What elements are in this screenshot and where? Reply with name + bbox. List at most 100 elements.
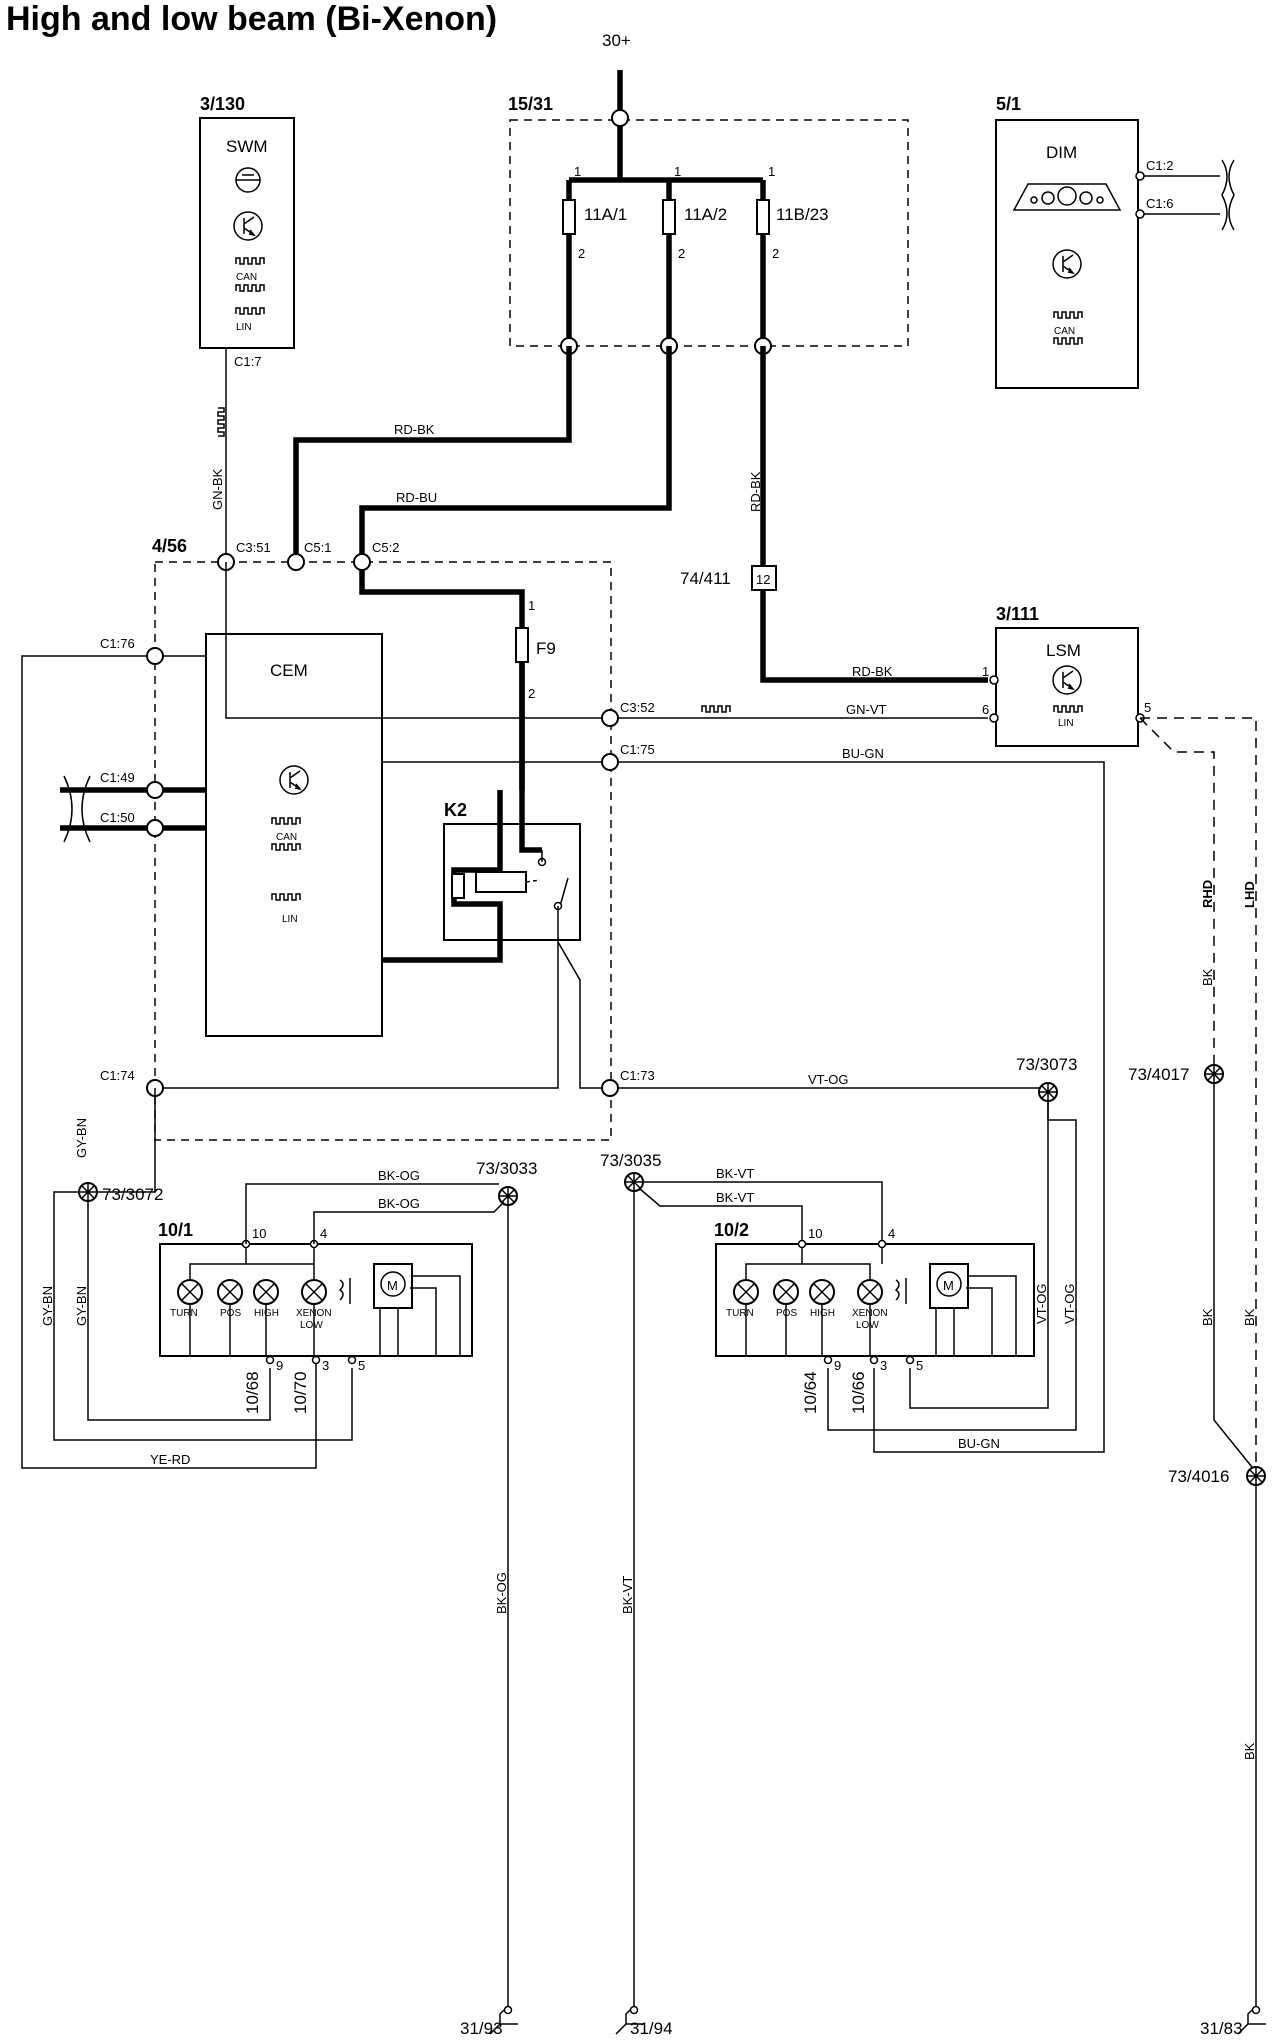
lamp-pin: 10: [252, 1226, 266, 1241]
cem-connector-node: [353, 553, 371, 571]
cem-connector-node: [146, 819, 164, 837]
ye-rd-wire: [21, 655, 317, 1469]
rd-bk-wire: [293, 346, 572, 562]
fuse-pin: 2: [678, 246, 685, 261]
cem-can-label: CAN: [276, 832, 297, 843]
ground-label: 31/83: [1200, 2019, 1243, 2038]
wire-label-bk-vt-3: BK-VT: [620, 1576, 635, 1614]
bk-vt-wire-2: [639, 1188, 803, 1244]
relay-coil-wire: [382, 790, 503, 963]
lamp-pin: 10: [808, 1226, 822, 1241]
fuse-label: 11B/23: [776, 205, 829, 224]
fuse-11a1: 1 2 11A/1: [562, 164, 627, 344]
wire-label-gn-vt: GN-VT: [846, 702, 887, 717]
cem-c174-wire: [155, 942, 559, 1089]
supply-node: [611, 109, 629, 127]
splice-73-3073: [1038, 1082, 1058, 1102]
fuse-11a2: 1 2 11A/2: [662, 164, 727, 344]
motor-icon: [373, 1263, 413, 1309]
cem-id: 4/56: [152, 536, 187, 556]
fuse-pin: 1: [674, 164, 681, 179]
lamp-label: TURN: [726, 1308, 754, 1319]
splice-73-4017: [1204, 1064, 1224, 1084]
lamp-pin: 3: [880, 1358, 887, 1373]
swm-lin-label: LIN: [236, 322, 252, 333]
wire-label-vt-og: VT-OG: [808, 1072, 848, 1087]
lsm-pin: 6: [982, 702, 989, 717]
wire-label-vt-og-3: VT-OG: [1062, 1284, 1077, 1324]
fuse-f9-label: F9: [536, 639, 556, 658]
cem-module: CEM CAN LIN: [205, 633, 383, 1037]
dim-connector-1: C1:2: [1146, 158, 1173, 173]
wire-label-gy-bn-3: GY-BN: [74, 1286, 89, 1326]
wire-label-bk-og-2: BK-OG: [378, 1196, 420, 1211]
conn-label: C5:1: [304, 540, 331, 555]
wire-label-bk-4: BK: [1242, 1742, 1257, 1760]
cem-connector-node: [287, 553, 305, 571]
conn-label: C1:76: [100, 636, 135, 651]
twisted-pair-icon: [1221, 159, 1228, 231]
vt-og-down-wire-2: [827, 1101, 1077, 1431]
wire-label-bk-og-3: BK-OG: [494, 1572, 509, 1614]
conn-label: C3:52: [620, 700, 655, 715]
bu-gn-wire: [382, 761, 1105, 1453]
fuse-pin: 1: [768, 164, 775, 179]
wire-label-bk-3: BK: [1242, 1308, 1257, 1326]
cem-connector-node: [146, 647, 164, 665]
swm-name: SWM: [226, 137, 268, 156]
connector-74-411: [751, 565, 777, 591]
pos-lamp-icon: [773, 1279, 799, 1305]
lsm-pin: 1: [982, 664, 989, 679]
lamp-pin: 4: [888, 1226, 895, 1241]
fusebox-id: 15/31: [508, 94, 553, 114]
bk-vt-wire-1: [643, 1181, 883, 1244]
fuse-label: 11A/2: [684, 205, 727, 224]
cem-name: CEM: [270, 661, 308, 680]
wire-label-vt-og-2: VT-OG: [1034, 1284, 1049, 1324]
lamp-label: LOW: [856, 1320, 879, 1331]
lamp-connector: 10/64: [801, 1371, 820, 1414]
dim-can-label: CAN: [1054, 326, 1075, 337]
splice-label: 73/4016: [1168, 1467, 1229, 1486]
gn-vt-wire: [225, 562, 988, 719]
lamp-pin: 4: [320, 1226, 327, 1241]
steering-wheel-icon: [235, 167, 261, 193]
lamp-connector: 10/68: [243, 1371, 262, 1414]
lin-signal-icon: [217, 407, 225, 437]
left-lamp-id: 10/1: [158, 1220, 193, 1240]
splice-label: 73/3033: [476, 1159, 537, 1178]
xenon-lamp-icon: [301, 1279, 327, 1305]
lamp-label: LOW: [300, 1320, 323, 1331]
relay-out-wire: [557, 906, 610, 1089]
cem-connector-node: [601, 709, 619, 727]
motor-label: M: [943, 1278, 954, 1293]
wire-label-gy-bn-2: GY-BN: [40, 1286, 55, 1326]
cem-connector-node: [601, 1079, 619, 1097]
relay-name: K2: [444, 800, 467, 820]
gy-bn-down-wire: [87, 1201, 271, 1421]
vt-og-down-wire: [909, 1101, 1049, 1409]
wire-label-bk-2: BK: [1200, 1308, 1215, 1326]
lhd-wire: [1140, 717, 1257, 1472]
fuse-11b23: 1 2 11B/23: [756, 164, 829, 344]
lamp-label: TURN: [170, 1308, 198, 1319]
twisted-pair-icon: [63, 775, 91, 843]
wire-label-bk-vt-2: BK-VT: [716, 1190, 754, 1205]
bk-og-wire-1: [245, 1183, 499, 1244]
wire-label-gy-bn: GY-BN: [74, 1118, 89, 1158]
fuse-f9: F9 1 2: [515, 598, 556, 701]
fusebox-outline: [509, 119, 909, 347]
cem-connector-node: [146, 781, 164, 799]
connector-id: 74/411: [680, 569, 731, 588]
lsm-name: LSM: [1046, 641, 1081, 660]
wire-label-rhd: RHD: [1200, 880, 1215, 908]
wire-label-rd-bk-3: RD-BK: [852, 664, 893, 679]
splice-label: 73/4017: [1128, 1065, 1189, 1084]
rhd-wire: [1139, 717, 1215, 1074]
igniter-icon: [894, 1278, 907, 1304]
lsm-module: 3/111 LSM LIN 1 6 5: [982, 604, 1151, 747]
swm-module: 3/130 SWM CAN LIN C1:7: [199, 94, 295, 369]
wire-label-bk-og: BK-OG: [378, 1168, 420, 1183]
lamp-connector: 10/70: [291, 1371, 310, 1414]
